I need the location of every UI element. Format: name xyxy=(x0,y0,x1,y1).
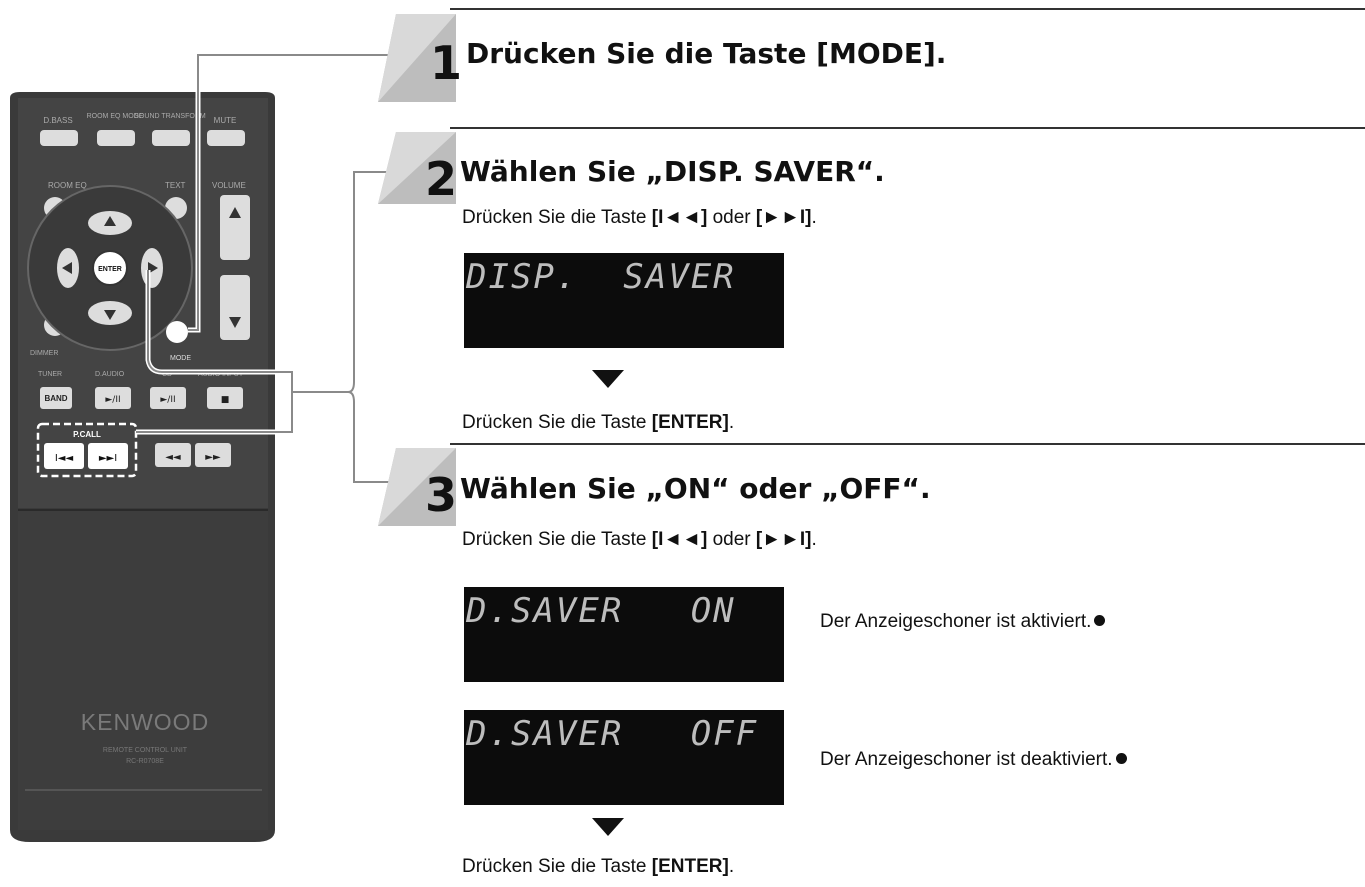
remote-pcall-highlight xyxy=(36,422,138,478)
step3-tab-icon xyxy=(378,448,456,526)
step3-note-on-text: Der Anzeigeschoner ist aktiviert. xyxy=(820,611,1092,632)
remote-cd-play-label: ►/II xyxy=(160,395,175,405)
remote-enter-label: ENTER xyxy=(98,266,122,273)
step1-tab-icon xyxy=(378,14,456,102)
step2-instruction-end: . xyxy=(811,207,817,228)
remote-stop-button xyxy=(207,387,243,409)
remote-label-volume: VOLUME xyxy=(212,181,246,190)
step3-instruction-text: Drücken Sie die Taste xyxy=(462,529,652,550)
remote-label-sound: SOUND TRANSFORM xyxy=(134,113,206,120)
remote-volume-down-button xyxy=(220,275,250,340)
remote-rew-label: ◄◄ xyxy=(165,452,181,463)
step2-confirm: Drücken Sie die Taste [ENTER]. xyxy=(462,413,734,432)
step2-instruction-text: Drücken Sie die Taste xyxy=(462,207,652,228)
remote-next-label: ►►I xyxy=(99,453,117,464)
remote-prev-label: I◄◄ xyxy=(55,453,74,464)
step2-enter-key: [ENTER] xyxy=(651,412,729,433)
bullet-dot-icon xyxy=(1094,615,1106,626)
step3-note-off-text: Der Anzeigeschoner ist deaktiviert. xyxy=(820,749,1113,770)
remote-ff-button xyxy=(195,443,231,467)
step3-confirm-text: Drücken Sie die Taste xyxy=(462,856,652,877)
remote-pcall-label: P.CALL xyxy=(73,430,101,439)
step3-lcd-off-text: D.SAVER OFF xyxy=(466,714,759,754)
callout-lines xyxy=(136,54,395,483)
remote-model-line1: REMOTE CONTROL UNIT xyxy=(103,747,188,754)
remote-mute-button xyxy=(207,130,245,146)
step3-prev-key: [I◄◄] xyxy=(651,529,708,550)
remote-label-mute: MUTE xyxy=(214,116,237,125)
step2-title: Wählen Sie „DISP. SAVER“. xyxy=(460,155,885,188)
remote-daudio-play-button xyxy=(95,387,131,409)
step2-number: 2 xyxy=(425,152,458,206)
remote-sound-button xyxy=(152,130,190,146)
step3-arrow-down-icon xyxy=(592,818,624,836)
step3-lcd-on-text: D.SAVER ON xyxy=(466,591,736,631)
step2-confirm-text: Drücken Sie die Taste xyxy=(462,412,652,433)
step3-confirm: Drücken Sie die Taste [ENTER]. xyxy=(462,857,734,876)
step2-rule xyxy=(450,127,1365,129)
remote-ff-label: ►► xyxy=(205,452,221,463)
step3-rule xyxy=(450,443,1365,445)
step2-next-key: [►►I] xyxy=(755,207,812,228)
remote-label-tuner: TUNER xyxy=(38,371,62,378)
remote-band-button xyxy=(40,387,72,409)
step3-note-off: Der Anzeigeschoner ist deaktiviert. xyxy=(820,750,1127,769)
step2-prev-key: [I◄◄] xyxy=(651,207,708,228)
remote-prev-button xyxy=(44,443,84,469)
remote-label-dimmer: DIMMER xyxy=(30,350,58,357)
step2-lcd-display: DISP. SAVER xyxy=(464,253,784,348)
step3-enter-key: [ENTER] xyxy=(651,856,729,877)
remote-label-dbass: D.BASS xyxy=(43,116,72,125)
remote-roomeq-mode-button xyxy=(97,130,135,146)
step1-number: 1 xyxy=(430,36,463,90)
step2-lcd-text: DISP. SAVER xyxy=(466,257,736,297)
remote-volume-up-button xyxy=(220,195,250,260)
remote-control-illustration: D.BASS ROOM EQ MODE SOUND TRANSFORM MUTE… xyxy=(10,52,395,842)
step3-instruction-or: oder xyxy=(707,529,756,550)
step2-tab-icon xyxy=(378,132,456,204)
step1-title: Drücken Sie die Taste [MODE]. xyxy=(466,37,947,70)
step3-instruction-end: . xyxy=(811,529,817,550)
remote-lower-panel xyxy=(18,510,268,830)
step3-instruction: Drücken Sie die Taste [I◄◄] oder [►►I]. xyxy=(462,530,817,549)
remote-cd-play-button xyxy=(150,387,186,409)
remote-next-button xyxy=(88,443,128,469)
bullet-dot-icon xyxy=(1115,753,1127,764)
step3-next-key: [►►I] xyxy=(755,529,812,550)
remote-daudio-play-label: ►/II xyxy=(105,395,120,405)
remote-label-daudio: D.AUDIO xyxy=(95,371,125,378)
step1-rule xyxy=(450,8,1365,10)
remote-label-roomeq: ROOM EQ xyxy=(48,181,87,190)
step3-lcd-on-display: D.SAVER ON xyxy=(464,587,784,682)
remote-rew-button xyxy=(155,443,191,467)
remote-brand-logo: KENWOOD xyxy=(81,709,209,735)
remote-model-line2: RC-R0708E xyxy=(126,758,164,765)
step2-instruction-or: oder xyxy=(707,207,756,228)
remote-label-roomeq-mode: ROOM EQ MODE xyxy=(87,113,144,120)
remote-stop-label: ■ xyxy=(221,395,230,405)
remote-mode-button xyxy=(166,321,188,343)
step3-number: 3 xyxy=(425,468,458,522)
remote-enter-button xyxy=(92,250,128,286)
step2-arrow-down-icon xyxy=(592,370,624,388)
step3-note-on: Der Anzeigeschoner ist aktiviert. xyxy=(820,611,1106,632)
remote-mode-label: MODE xyxy=(170,355,191,362)
step2-instruction: Drücken Sie die Taste [I◄◄] oder [►►I]. xyxy=(462,208,817,227)
remote-label-text: TEXT xyxy=(165,181,186,190)
step3-title: Wählen Sie „ON“ oder „OFF“. xyxy=(460,472,931,505)
remote-band-label: BAND xyxy=(44,394,67,403)
remote-dbass-button xyxy=(40,130,78,146)
step2-confirm-end: . xyxy=(728,412,735,433)
step3-confirm-end: . xyxy=(728,856,735,877)
step3-lcd-off-display: D.SAVER OFF xyxy=(464,710,784,805)
